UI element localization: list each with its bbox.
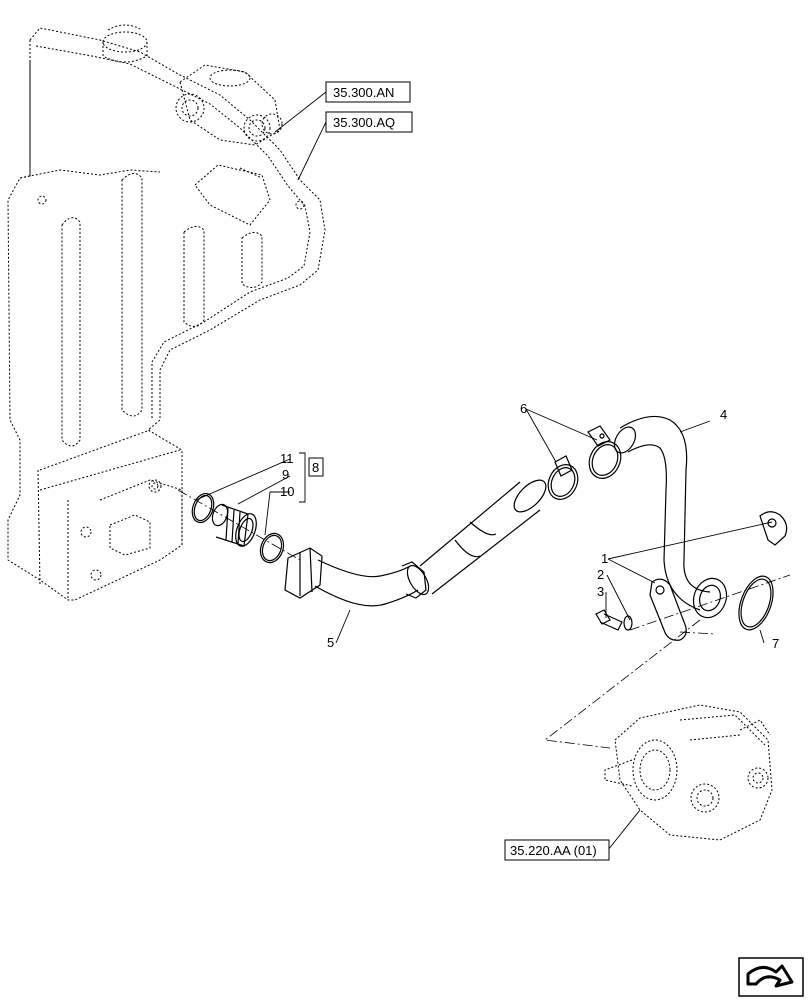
svg-text:35.300.AN: 35.300.AN: [333, 85, 394, 100]
callout-3[interactable]: 3: [597, 584, 604, 599]
split-flange-1: [649, 511, 788, 641]
centerline: [177, 489, 301, 561]
o-ring-11: [191, 492, 215, 524]
o-ring-10: [259, 532, 285, 564]
callout-8[interactable]: 8: [312, 460, 319, 475]
lock-washer-2: [623, 615, 633, 631]
ref-link-35-300-an[interactable]: 35.300.AN: [325, 81, 411, 103]
callout-4[interactable]: 4: [720, 407, 727, 422]
hydraulic-pump: [604, 704, 773, 841]
kit-callout-8[interactable]: 8: [308, 457, 324, 477]
ref-link-35-300-aq[interactable]: 35.300.AQ: [325, 111, 413, 133]
centerline: [679, 631, 716, 635]
hose-clamps-6: [547, 425, 622, 500]
adapter-fitting-9: [211, 503, 257, 547]
callout-2[interactable]: 2: [597, 567, 604, 582]
o-ring-7: [738, 575, 774, 631]
hydraulic-tank: [7, 24, 326, 601]
leader-lines: [195, 91, 773, 851]
callout-10[interactable]: 10: [280, 484, 294, 499]
suction-hose-4: [613, 415, 728, 619]
svg-text:35.220.AA (01): 35.220.AA (01): [510, 843, 597, 858]
suction-hose-5: [284, 479, 547, 607]
next-page-arrow-icon[interactable]: [738, 957, 804, 997]
centerline: [543, 619, 701, 749]
callout-1[interactable]: 1: [601, 551, 608, 566]
callout-7[interactable]: 7: [772, 636, 779, 651]
flange-bolt-3: [595, 609, 623, 631]
centerline: [629, 574, 791, 631]
ref-link-35-220-aa[interactable]: 35.220.AA (01): [504, 839, 610, 861]
callout-9[interactable]: 9: [282, 467, 289, 482]
callout-11[interactable]: 11: [280, 451, 294, 466]
callout-5[interactable]: 5: [327, 635, 334, 650]
svg-text:35.300.AQ: 35.300.AQ: [333, 115, 395, 130]
callout-6[interactable]: 6: [520, 401, 527, 416]
